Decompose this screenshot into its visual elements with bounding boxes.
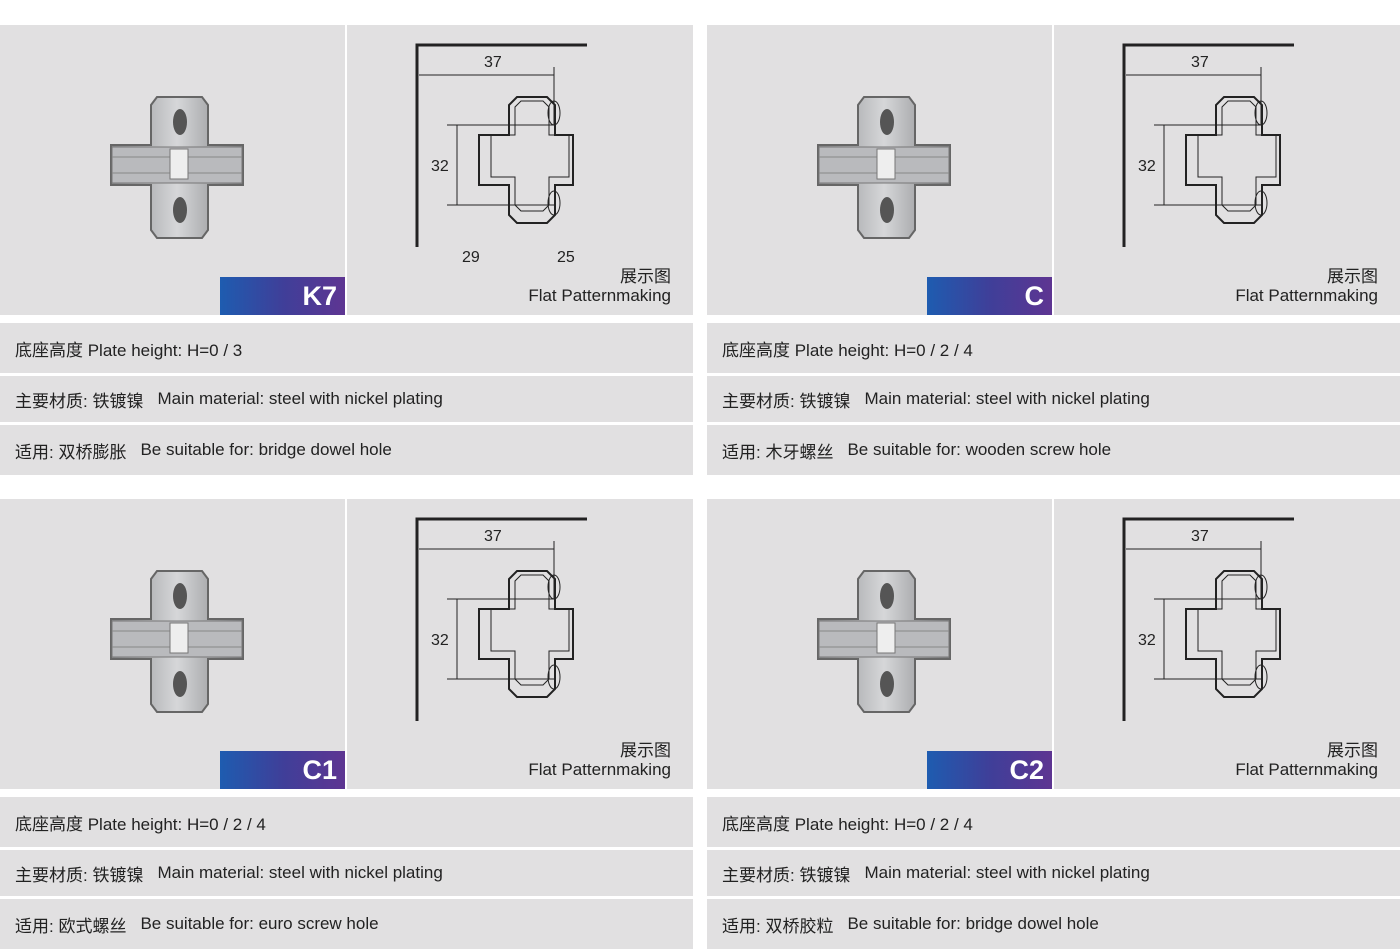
plate-height-text: 底座高度 Plate height: H=0 / 2 / 4 xyxy=(722,340,973,360)
caption-en: Flat Patternmaking xyxy=(528,286,671,305)
flat-pattern-diagram: 37 32 展示图 Flat Patternmaking xyxy=(1054,499,1400,789)
suitable-en: Be suitable for: bridge dowel hole xyxy=(847,914,1099,933)
material-row: 主要材质: 铁镀镍 Main material: steel with nicke… xyxy=(0,376,693,422)
mounting-plate-image xyxy=(110,96,244,239)
model-badge: K7 xyxy=(220,277,345,315)
material-en: Main material: steel with nickel plating xyxy=(864,389,1150,408)
suitable-en: Be suitable for: wooden screw hole xyxy=(847,440,1112,459)
dimension-drawing: 37 32 29 25 xyxy=(415,43,587,266)
mounting-plate-image xyxy=(817,570,951,713)
material-en: Main material: steel with nickel plating xyxy=(157,863,443,882)
flat-pattern-diagram: 37 32 展示图 Flat Patternmaking xyxy=(1054,25,1400,315)
material-row: 主要材质: 铁镀镍 Main material: steel with nicke… xyxy=(707,850,1400,896)
material-en: Main material: steel with nickel plating xyxy=(864,863,1150,882)
plate-height-text: 底座高度 Plate height: H=0 / 2 / 4 xyxy=(722,814,973,834)
suitable-row: 适用: 欧式螺丝 Be suitable for: euro screw hole xyxy=(0,899,693,949)
plate-height-row: 底座高度 Plate height: H=0 / 2 / 4 xyxy=(0,797,693,847)
plate-height-row: 底座高度 Plate height: H=0 / 3 xyxy=(0,323,693,373)
plate-height-text: 底座高度 Plate height: H=0 / 3 xyxy=(15,340,243,360)
product-photo xyxy=(707,25,1052,315)
material-cn: 主要材质: 铁镀镍 xyxy=(15,865,144,885)
suitable-cn: 适用: 双桥胶粒 xyxy=(722,916,834,936)
caption-cn: 展示图 xyxy=(1327,267,1378,286)
dim-left: 29 xyxy=(462,249,480,266)
model-badge: C1 xyxy=(220,751,345,789)
product-photo xyxy=(707,499,1052,789)
dim-width: 37 xyxy=(484,54,502,71)
caption-en: Flat Patternmaking xyxy=(1235,286,1378,305)
suitable-cn: 适用: 木牙螺丝 xyxy=(722,442,834,462)
dim-height: 32 xyxy=(431,158,449,175)
dim-height: 32 xyxy=(1138,158,1156,175)
dim-width: 37 xyxy=(484,528,502,545)
material-row: 主要材质: 铁镀镍 Main material: steel with nicke… xyxy=(707,376,1400,422)
dim-width: 37 xyxy=(1191,528,1209,545)
flat-pattern-diagram: 37 32 29 25 展示图 Flat Patternmaking xyxy=(347,25,693,315)
material-cn: 主要材质: 铁镀镍 xyxy=(722,391,851,411)
dim-width: 37 xyxy=(1191,54,1209,71)
suitable-en: Be suitable for: bridge dowel hole xyxy=(140,440,392,459)
caption-en: Flat Patternmaking xyxy=(528,760,671,779)
flat-pattern-diagram: 37 32 展示图 Flat Patternmaking xyxy=(347,499,693,789)
suitable-row: 适用: 木牙螺丝 Be suitable for: wooden screw ho… xyxy=(707,425,1400,475)
mounting-plate-image xyxy=(110,570,244,713)
caption-en: Flat Patternmaking xyxy=(1235,760,1378,779)
material-row: 主要材质: 铁镀镍 Main material: steel with nicke… xyxy=(0,850,693,896)
dimension-drawing: 37 32 xyxy=(1122,517,1294,721)
caption-cn: 展示图 xyxy=(620,741,671,760)
material-cn: 主要材质: 铁镀镍 xyxy=(15,391,144,411)
plate-height-row: 底座高度 Plate height: H=0 / 2 / 4 xyxy=(707,323,1400,373)
model-badge: C2 xyxy=(927,751,1052,789)
model-badge: C xyxy=(927,277,1052,315)
product-photo xyxy=(0,25,345,315)
plate-height-row: 底座高度 Plate height: H=0 / 2 / 4 xyxy=(707,797,1400,847)
material-en: Main material: steel with nickel plating xyxy=(157,389,443,408)
suitable-cn: 适用: 双桥膨胀 xyxy=(15,442,127,462)
mounting-plate-image xyxy=(817,96,951,239)
material-cn: 主要材质: 铁镀镍 xyxy=(722,865,851,885)
plate-height-text: 底座高度 Plate height: H=0 / 2 / 4 xyxy=(15,814,266,834)
dimension-drawing: 37 32 xyxy=(415,517,587,721)
caption-cn: 展示图 xyxy=(620,267,671,286)
caption-cn: 展示图 xyxy=(1327,741,1378,760)
dimension-drawing: 37 32 xyxy=(1122,43,1294,247)
suitable-row: 适用: 双桥胶粒 Be suitable for: bridge dowel ho… xyxy=(707,899,1400,949)
dim-right: 25 xyxy=(557,249,575,266)
suitable-cn: 适用: 欧式螺丝 xyxy=(15,916,127,936)
suitable-row: 适用: 双桥膨胀 Be suitable for: bridge dowel ho… xyxy=(0,425,693,475)
suitable-en: Be suitable for: euro screw hole xyxy=(140,914,379,933)
dim-height: 32 xyxy=(431,632,449,649)
dim-height: 32 xyxy=(1138,632,1156,649)
product-photo xyxy=(0,499,345,789)
